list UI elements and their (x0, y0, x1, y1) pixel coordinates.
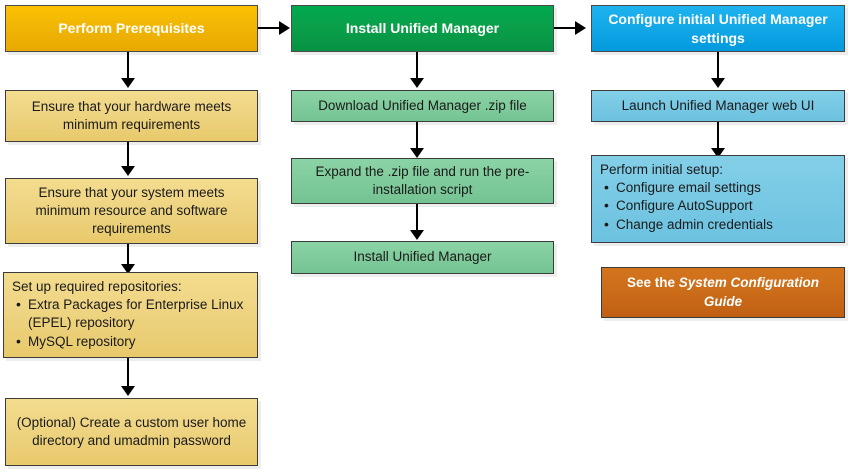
connector-line-prereq-3 (127, 244, 129, 268)
list-item: MySQL repository (16, 332, 251, 351)
connector-line-prereq-1 (127, 52, 129, 80)
connector-line-configure-1 (717, 52, 719, 80)
node-install-unified-manager[interactable]: Install Unified Manager (291, 241, 554, 274)
list-item: Extra Packages for Enterprise Linux (EPE… (16, 295, 251, 332)
node-hardware-requirements[interactable]: Ensure that your hardware meets minimum … (5, 90, 258, 142)
node-launch-web-ui[interactable]: Launch Unified Manager web UI (591, 90, 845, 122)
arrow-down-icon-prereq-4 (121, 386, 135, 396)
connector-line-prereq-4 (127, 358, 129, 390)
node-see-system-configuration-guide[interactable]: See the System Configuration Guide (601, 267, 845, 318)
node-expand-zip-label: Expand the .zip file and run the pre-ins… (315, 163, 530, 197)
arrow-down-icon-prereq-2 (121, 166, 135, 176)
connector-line-configure-2 (717, 122, 719, 150)
list-item: Change admin credentials (604, 215, 838, 234)
arrow-down-icon-prereq-1 (121, 78, 135, 88)
column-header-install-label: Install Unified Manager (345, 20, 500, 37)
list-item: Configure email settings (604, 178, 838, 197)
node-custom-user-home[interactable]: (Optional) Create a custom user home dir… (5, 398, 258, 466)
node-system-requirements-label: Ensure that your system meets minimum re… (35, 184, 228, 237)
arrow-down-icon-configure-2 (711, 148, 725, 158)
node-custom-user-home-label: (Optional) Create a custom user home dir… (16, 414, 247, 448)
node-required-repositories[interactable]: Set up required repositories: Extra Pack… (3, 272, 258, 358)
node-initial-setup[interactable]: Perform initial setup: Configure email s… (591, 155, 845, 243)
connector-line-install-3 (416, 204, 418, 232)
arrow-down-icon-install-2 (410, 148, 424, 158)
node-install-unified-manager-label: Install Unified Manager (353, 249, 492, 265)
node-initial-setup-list: Configure email settings Configure AutoS… (599, 178, 838, 234)
list-item: Configure AutoSupport (604, 196, 838, 215)
node-expand-zip[interactable]: Expand the .zip file and run the pre-ins… (291, 158, 554, 204)
connector-line-col2-to-col3 (554, 27, 579, 29)
arrow-down-icon-install-1 (410, 78, 424, 88)
arrow-right-icon-col2-to-col3 (575, 21, 586, 35)
node-see-guide-prefix: See the (626, 275, 679, 291)
connector-line-prereq-2 (127, 142, 129, 168)
node-system-requirements[interactable]: Ensure that your system meets minimum re… (5, 178, 258, 244)
column-header-configure[interactable]: Configure initial Unified Manager settin… (591, 5, 845, 52)
column-header-install[interactable]: Install Unified Manager (291, 5, 554, 52)
node-initial-setup-lead: Perform initial setup: (600, 162, 724, 177)
node-hardware-requirements-label: Ensure that your hardware meets minimum … (31, 98, 232, 132)
connector-line-install-1 (416, 52, 418, 80)
node-see-guide-title: System Configuration Guide (678, 275, 820, 309)
node-launch-web-ui-label: Launch Unified Manager web UI (621, 97, 815, 113)
connector-line-col1-to-col2 (258, 27, 283, 29)
arrow-down-icon-install-3 (410, 230, 424, 240)
column-header-configure-label: Configure initial Unified Manager settin… (608, 10, 828, 46)
arrow-right-icon-col1-to-col2 (279, 21, 290, 35)
arrow-down-icon-prereq-3 (121, 264, 135, 274)
connector-line-install-2 (416, 122, 418, 150)
node-download-zip[interactable]: Download Unified Manager .zip file (291, 90, 554, 122)
node-see-guide-label: See the System Configuration Guide (608, 274, 838, 310)
node-required-repositories-lead: Set up required repositories: (12, 279, 182, 294)
node-download-zip-label: Download Unified Manager .zip file (318, 97, 527, 113)
column-header-prerequisites-label: Perform Prerequisites (58, 20, 205, 37)
arrow-down-icon-configure-1 (711, 78, 725, 88)
node-required-repositories-list: Extra Packages for Enterprise Linux (EPE… (11, 295, 251, 351)
column-header-prerequisites[interactable]: Perform Prerequisites (5, 5, 258, 52)
